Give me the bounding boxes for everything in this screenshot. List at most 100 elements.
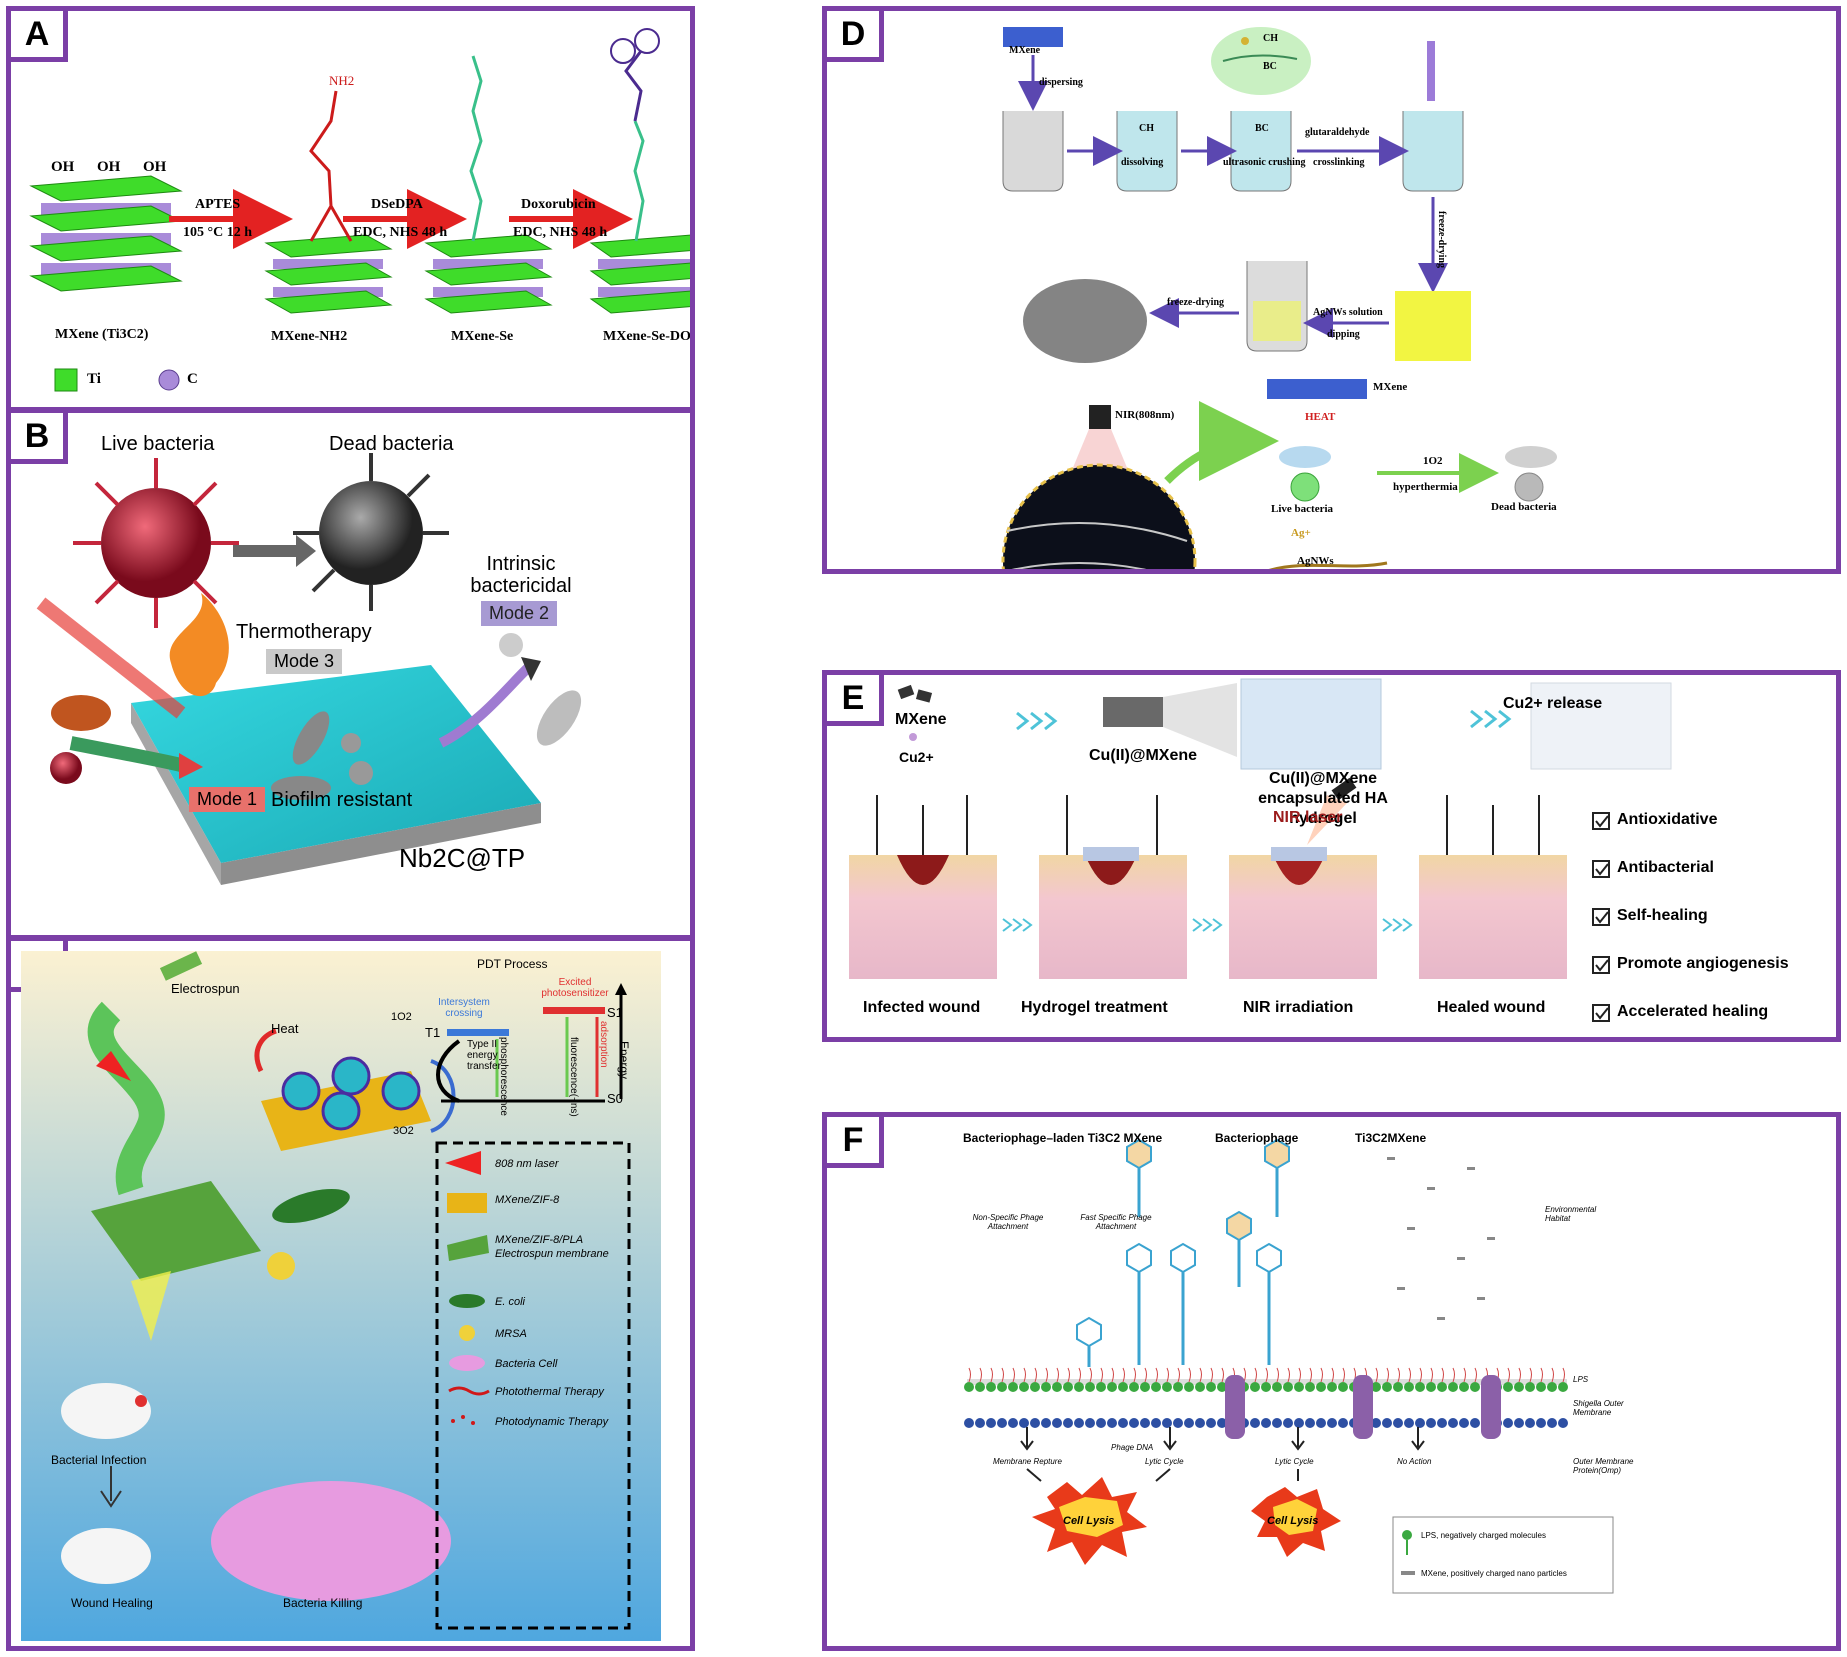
- dead-bacterium-icon: [1505, 446, 1557, 468]
- lps-chain: [1045, 1367, 1048, 1383]
- outcome-lytic-1: Lytic Cycle: [1145, 1457, 1184, 1466]
- singlet-oxygen-label: 1O2: [391, 1011, 412, 1023]
- lipid-head-outer: [1052, 1382, 1062, 1392]
- sponge-product: [1023, 279, 1147, 363]
- t1-level: [447, 1029, 509, 1036]
- mode1-badge: Mode 1: [189, 787, 266, 812]
- lipid-head-outer: [1338, 1382, 1348, 1392]
- nir-zoom-circle: [1001, 463, 1197, 569]
- check-accelerated: Accelerated healing: [1617, 1003, 1769, 1020]
- lipid-head-outer: [1217, 1382, 1227, 1392]
- lipid-head-outer: [1019, 1382, 1029, 1392]
- mix-chevrons: [1016, 711, 1058, 731]
- panel-b: B Live: [6, 408, 695, 940]
- lipid-head-outer: [1393, 1382, 1403, 1392]
- nh2-label: NH2: [329, 73, 355, 88]
- lipid-head-outer: [1096, 1382, 1106, 1392]
- lipid-head-outer: [1107, 1382, 1117, 1392]
- lipid-head-outer: [1118, 1382, 1128, 1392]
- lps-chain: [1265, 1367, 1268, 1383]
- lipid-head-inner: [1261, 1418, 1271, 1428]
- mxene-particles: [1387, 1157, 1495, 1320]
- lipid-head-inner: [1063, 1418, 1073, 1428]
- step-2-condition: EDC, NHS 48 h: [353, 225, 448, 240]
- lipid-head-inner: [1041, 1418, 1051, 1428]
- live-bacteria-label: Live bacteria: [101, 433, 215, 455]
- mxene-sheet-icon: [1003, 27, 1063, 47]
- f-header-mxene: Ti3C2MXene: [1355, 1131, 1427, 1145]
- lps-chain: [1144, 1367, 1147, 1383]
- legend-photodynamic: Photodynamic Therapy: [495, 1416, 609, 1428]
- panel-e: E: [822, 670, 1841, 1042]
- checkboxes: [1592, 812, 1610, 1022]
- cu-ion-icon: [909, 733, 917, 741]
- lps-chain: [1287, 1367, 1290, 1383]
- check-antibacterial: Antibacterial: [1617, 859, 1714, 876]
- lipid-head-inner: [1294, 1418, 1304, 1428]
- lipid-head-outer: [1030, 1382, 1040, 1392]
- lipid-head-inner: [1096, 1418, 1106, 1428]
- lipid-head-outer: [1085, 1382, 1095, 1392]
- fastspecific-label: Fast Specific Phage Attachment: [1080, 1213, 1152, 1231]
- e-cu-label: Cu2+: [899, 749, 934, 765]
- mouse-infected: [61, 1383, 151, 1439]
- step-3-reagent: Doxorubicin: [521, 197, 596, 212]
- lipid-head-outer: [1294, 1382, 1304, 1392]
- lps-chain: [1375, 1367, 1378, 1383]
- lipid-head-outer: [1272, 1382, 1282, 1392]
- panel-a-scheme: [29, 28, 690, 392]
- mode2-arrow: [438, 661, 535, 748]
- energy-label: Energy: [617, 1041, 631, 1080]
- lipid-head-inner: [1052, 1418, 1062, 1428]
- intersystem-label: Intersystem crossing: [438, 997, 490, 1019]
- lps-chain: [1254, 1367, 1257, 1383]
- legend-bacteria-cell: Bacteria Cell: [495, 1358, 558, 1370]
- lipid-head-outer: [1470, 1382, 1480, 1392]
- lipid-head-inner: [1371, 1418, 1381, 1428]
- phosphorescence-label: phosphorescence: [498, 1037, 509, 1116]
- phage-free-3: [1226, 1210, 1252, 1287]
- lps-chain: [1551, 1367, 1554, 1383]
- lps-chain: [1199, 1367, 1202, 1383]
- d-singlet-oxygen-label: 1O2: [1423, 455, 1443, 467]
- lps-chain: [1111, 1367, 1114, 1383]
- lipid-head-inner: [1459, 1418, 1469, 1428]
- product-mxene-nh2: MXene-NH2: [271, 329, 348, 344]
- step-2-reagent: DSeDPA: [371, 197, 423, 212]
- lipid-head-inner: [1118, 1418, 1128, 1428]
- phage-dna-label: Phage DNA: [1111, 1443, 1154, 1452]
- lps-chain: [1221, 1367, 1224, 1383]
- ch-bc-bubble: [1211, 27, 1311, 95]
- lps-chain: [1507, 1367, 1510, 1383]
- lps-chain: [1078, 1367, 1081, 1383]
- lps-chain: [1540, 1367, 1543, 1383]
- resist-arrow: [69, 736, 183, 772]
- lipid-head-outer: [1371, 1382, 1381, 1392]
- stage-nir-label: NIR irradiation: [1243, 999, 1354, 1016]
- lipid-head-outer: [1448, 1382, 1458, 1392]
- freeze-drying-label: freeze-drying: [1167, 297, 1225, 308]
- d-bc-label: BC: [1255, 123, 1269, 134]
- lipid-head-inner: [1173, 1418, 1183, 1428]
- laser-cone: [96, 1051, 131, 1081]
- membrane-lps: [967, 1379, 1567, 1385]
- lipid-head-inner: [1129, 1418, 1139, 1428]
- outcome-no-action: No Action: [1397, 1457, 1432, 1466]
- lipid-head-outer: [1382, 1382, 1392, 1392]
- mode2-badge: Mode 2: [481, 601, 558, 626]
- nir-label: NIR(808nm): [1115, 409, 1175, 421]
- check-antioxidative: Antioxidative: [1617, 811, 1718, 828]
- lps-chain: [1133, 1367, 1136, 1383]
- adsorption-label: adsorption: [598, 1021, 609, 1068]
- lipid-head-outer: [1129, 1382, 1139, 1392]
- lipid-head-inner: [1525, 1418, 1535, 1428]
- d-live-bacteria-label: Live bacteria: [1271, 503, 1334, 515]
- legend-box: [435, 1141, 631, 1630]
- lipid-head-inner: [1426, 1418, 1436, 1428]
- cu-release-label: Cu2+ release: [1503, 695, 1603, 712]
- phage-free-2: [1264, 1138, 1290, 1217]
- ag-ion-label: Ag+: [1291, 527, 1311, 539]
- agnws-label: AgNWs: [1297, 555, 1334, 567]
- lps-chain: [1529, 1367, 1532, 1383]
- membrane-mesh: [91, 1181, 261, 1281]
